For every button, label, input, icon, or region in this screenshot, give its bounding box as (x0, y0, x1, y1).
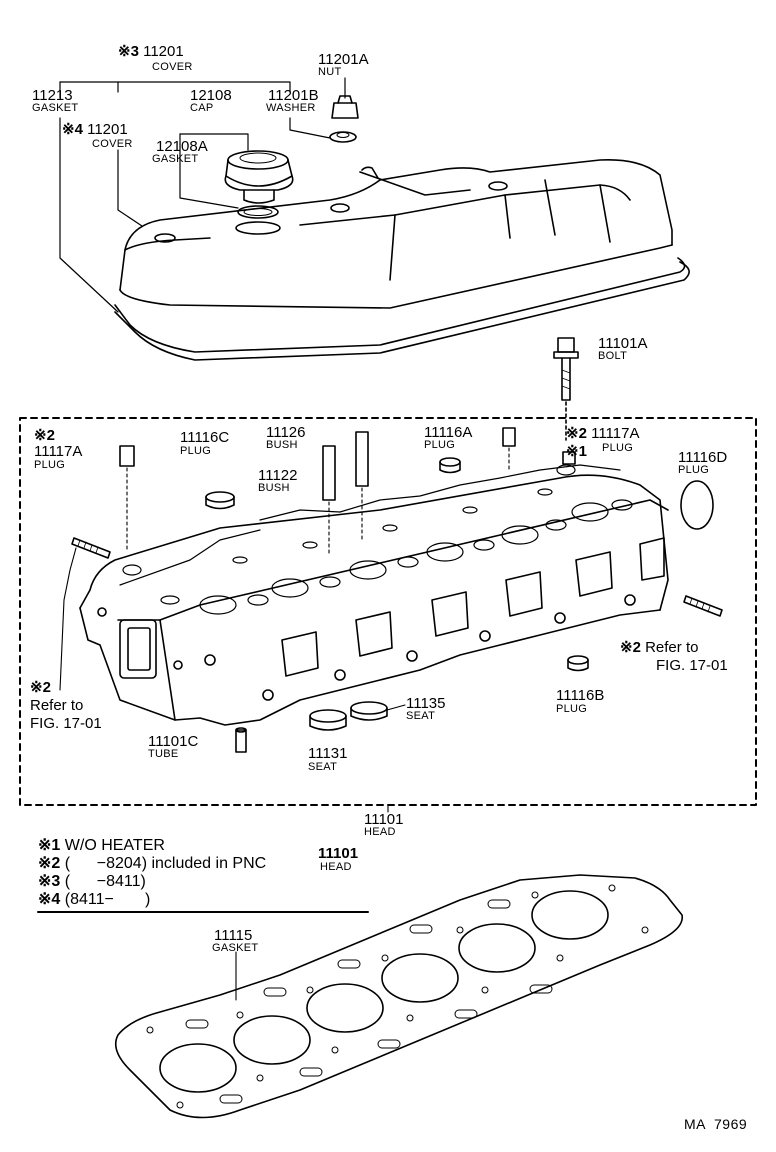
label-12108A: 12108A (156, 138, 208, 155)
ref-left: Refer to (30, 697, 84, 714)
cover-nut (331, 95, 359, 119)
label-mark-1-right: ※1 (566, 443, 587, 460)
name-11201-top: COVER (152, 61, 193, 73)
label-11116D: 11116D (678, 449, 728, 466)
name-11201A: NUT (318, 66, 342, 78)
name-12108A: GASKET (152, 153, 199, 165)
note-2: ※2 ( −8204) included in PNC (38, 855, 267, 872)
seat-11131 (309, 709, 347, 731)
name-11131: SEAT (308, 761, 338, 773)
label-mark-2-left: ※2 (34, 427, 55, 444)
label-11201-top: ※3 11201 (118, 43, 184, 60)
part-number: 11201 (143, 43, 184, 60)
name-11116B: PLUG (556, 703, 588, 715)
label-11117A-left: 11117A (34, 443, 83, 460)
label-11117A-right: ※2 11117A (566, 425, 640, 442)
label-11116A: 11116A (424, 424, 473, 441)
ref-left-fig: FIG. 17-01 (30, 715, 102, 732)
head-bolt (553, 337, 579, 441)
cover-washer (329, 131, 357, 143)
bush-11126 (355, 431, 369, 541)
label-11201B: 11201B (268, 87, 319, 104)
label-11101C: 11101C (148, 733, 199, 750)
head-gasket (114, 874, 683, 1119)
name-11116D: PLUG (678, 464, 710, 476)
note-mark: ※ (118, 43, 131, 60)
name-11213: GASKET (32, 102, 79, 114)
label-11122: 11122 (258, 467, 298, 484)
label-11135: 11135 (406, 695, 446, 712)
name-11116C: PLUG (180, 445, 212, 457)
drawing-code: MA 7969 (684, 1116, 748, 1132)
leader-lines-top (59, 77, 346, 313)
name-11117A-left: PLUG (34, 459, 66, 471)
plug-11116b (567, 655, 589, 672)
label-11116C: 11116C (180, 429, 230, 446)
name-11201-cover: COVER (92, 138, 133, 150)
ref-left-mark: ※2 (30, 679, 51, 696)
note-1: ※1 W/O HEATER (38, 837, 165, 854)
note-2-pnc: 11101 (318, 845, 359, 862)
oil-filler-cap (224, 150, 294, 204)
stud-right (683, 595, 723, 617)
label-11116B: 11116B (556, 687, 605, 704)
valve-cover (119, 158, 673, 309)
plug-11116a (439, 457, 461, 474)
note-2-pnc-name: HEAD (320, 861, 352, 873)
cylinder-head (79, 474, 669, 726)
plug-11116d (680, 480, 714, 530)
bush-11122 (322, 445, 336, 556)
label-11115: 11115 (214, 927, 253, 944)
note-3: ※3 ( −8411) (38, 873, 146, 890)
plug-11117a-left (119, 445, 135, 551)
name-11117A-right: PLUG (602, 442, 634, 454)
name-12108: CAP (190, 102, 214, 114)
label-11101A: 11101A (598, 335, 648, 352)
name-11116A: PLUG (424, 439, 456, 451)
name-11122: BUSH (258, 482, 290, 494)
name-11201B: WASHER (266, 102, 316, 114)
name-11135: SEAT (406, 710, 436, 722)
ref-right: ※2 Refer to (620, 639, 699, 656)
label-11201-cover: ※4 11201 (62, 121, 128, 138)
seat-11135 (350, 701, 406, 721)
stud-left (59, 537, 111, 691)
name-11126: BUSH (266, 439, 298, 451)
label-11101: 11101 (364, 811, 404, 828)
tube-11101c (235, 727, 247, 753)
plug-11116c (205, 491, 235, 510)
label-11126: 11126 (266, 424, 306, 441)
name-11115: GASKET (212, 942, 259, 954)
label-11131: 11131 (308, 745, 348, 762)
head-top-detail (119, 464, 633, 615)
label-11201A: 11201A (318, 51, 369, 68)
cover-gasket (114, 257, 690, 361)
cap-gasket (235, 205, 281, 235)
plug-11117a-right (502, 427, 576, 471)
label-12108: 12108 (190, 87, 232, 104)
ref-right-fig: FIG. 17-01 (656, 657, 728, 674)
name-11101: HEAD (364, 826, 396, 838)
name-11101C: TUBE (148, 748, 179, 760)
name-11101A: BOLT (598, 350, 628, 362)
label-11213: 11213 (32, 87, 73, 104)
note-4: ※4 (8411− ) (38, 891, 151, 908)
